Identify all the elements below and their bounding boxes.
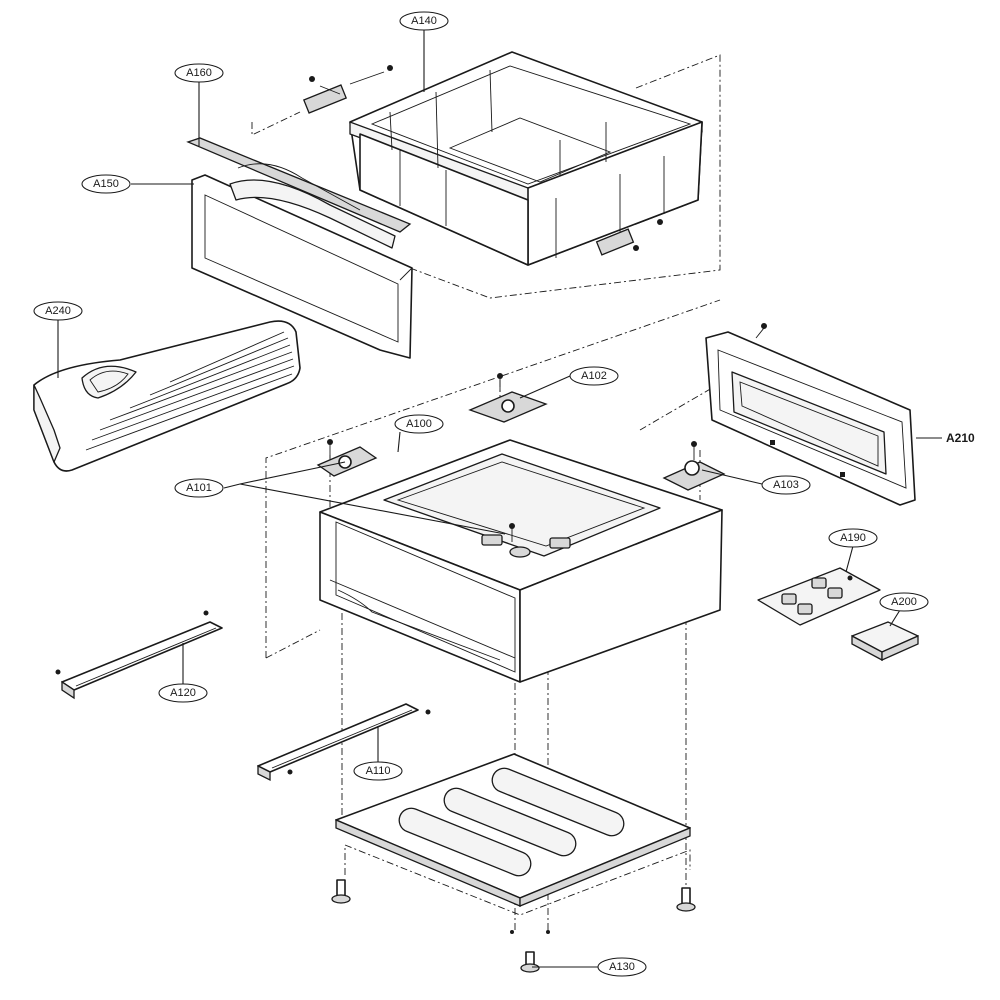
pad-a200 xyxy=(851,621,919,662)
callout-a101: A101 xyxy=(174,478,224,498)
label-a100: A100 xyxy=(406,418,432,430)
callout-a210: A210 xyxy=(946,431,975,445)
callout-a200: A200 xyxy=(879,592,929,612)
label-a150: A150 xyxy=(93,178,119,190)
label-a210: A210 xyxy=(946,431,975,445)
callout-a190: A190 xyxy=(828,528,878,548)
decorative-cover-a240 xyxy=(33,320,301,472)
rear-frame-a210 xyxy=(705,323,916,506)
callout-a103: A103 xyxy=(761,475,811,495)
drawer-front-a150 xyxy=(191,174,413,359)
label-a160: A160 xyxy=(186,67,212,79)
callout-a140: A140 xyxy=(399,11,449,31)
callout-a120: A120 xyxy=(158,683,208,703)
label-a240: A240 xyxy=(45,305,71,317)
callout-a102: A102 xyxy=(569,366,619,386)
label-a140: A140 xyxy=(411,15,437,27)
clip-set-a190 xyxy=(757,567,881,626)
rail-a120 xyxy=(55,610,223,700)
callout-a110: A110 xyxy=(353,761,403,781)
label-a200: A200 xyxy=(891,596,917,608)
label-a103: A103 xyxy=(773,479,799,491)
callout-a240: A240 xyxy=(33,301,83,321)
callout-a150: A150 xyxy=(81,174,131,194)
pedestal-body-a100 xyxy=(319,439,723,683)
brackets-a101-a102-a103 xyxy=(316,373,726,542)
callout-a130: A130 xyxy=(597,957,647,977)
label-a102: A102 xyxy=(581,370,607,382)
handle-trim-a160 xyxy=(186,137,412,233)
callout-a160: A160 xyxy=(174,63,224,83)
base-plate xyxy=(335,753,691,907)
leveling-feet-a130 xyxy=(331,879,696,973)
label-a130: A130 xyxy=(609,961,635,973)
rail-a110 xyxy=(257,703,431,782)
label-a101: A101 xyxy=(186,482,212,494)
leader-lines xyxy=(57,30,942,968)
label-a190: A190 xyxy=(840,532,866,544)
label-a120: A120 xyxy=(170,687,196,699)
callout-a100: A100 xyxy=(394,414,444,434)
label-a110: A110 xyxy=(366,765,391,777)
drawer-bin-a140 xyxy=(302,51,703,266)
